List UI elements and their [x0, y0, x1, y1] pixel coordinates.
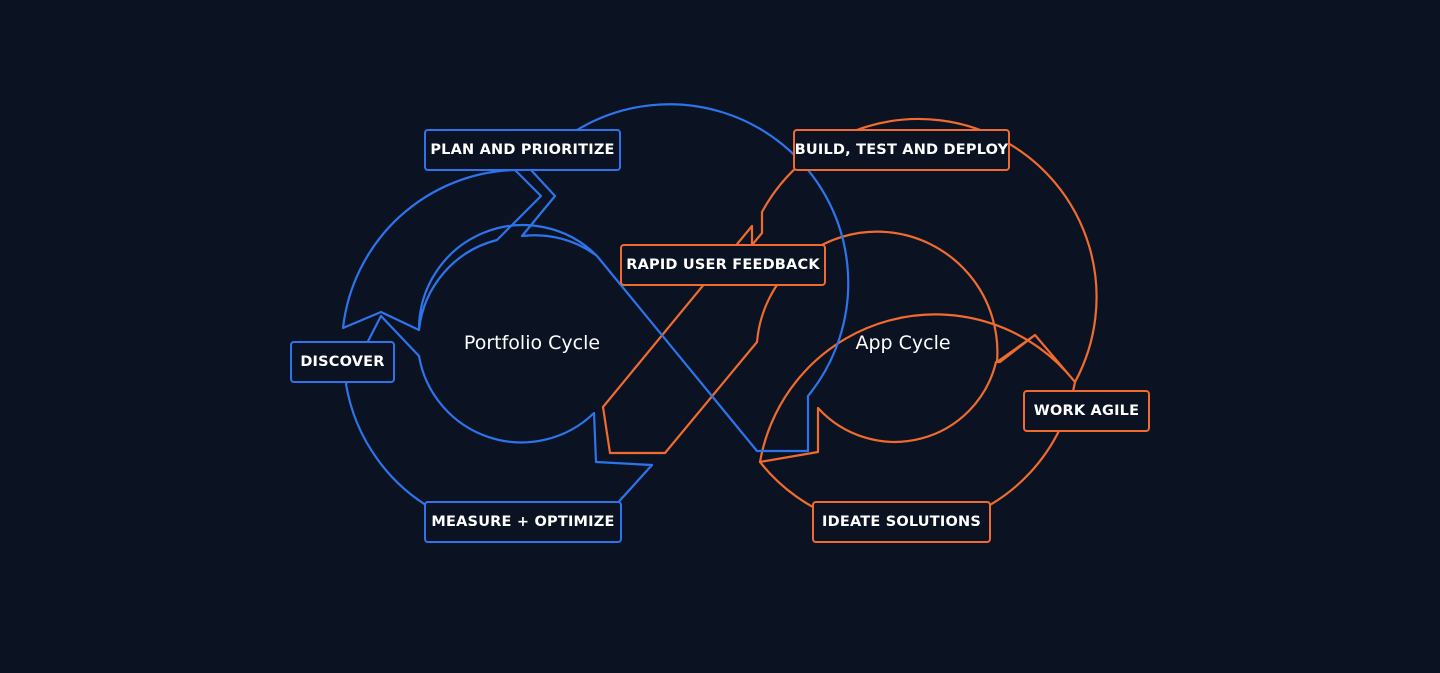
portfolio-cycle-loop [341, 103, 850, 534]
discover-box: DISCOVER [290, 341, 395, 383]
app-cycle-title: App Cycle [855, 332, 951, 354]
app-cycle-loop [601, 117, 1098, 531]
measure-optimize-box: MEASURE + OPTIMIZE [424, 501, 622, 543]
rapid-user-feedback-box: RAPID USER FEEDBACK [620, 244, 826, 286]
portfolio-cycle-title: Portfolio Cycle [463, 332, 601, 354]
work-agile-box: WORK AGILE [1023, 390, 1150, 432]
build-test-deploy-box: BUILD, TEST AND DEPLOY [793, 129, 1010, 171]
plan-and-prioritize-box: PLAN AND PRIORITIZE [424, 129, 621, 171]
ideate-solutions-box: IDEATE SOLUTIONS [812, 501, 991, 543]
